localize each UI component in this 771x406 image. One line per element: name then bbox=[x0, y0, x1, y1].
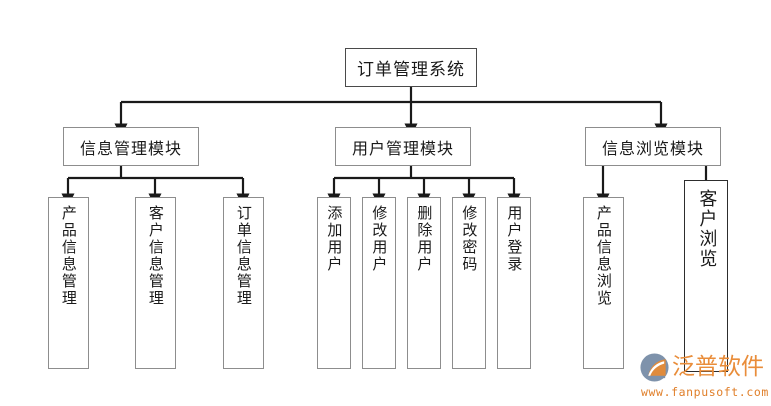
node-leaf-label: 删除用户 bbox=[415, 205, 434, 273]
node-leaf-label: 用户登录 bbox=[505, 205, 524, 273]
node-leaf-label: 客户浏览 bbox=[696, 189, 718, 269]
node-root-label: 订单管理系统 bbox=[357, 60, 465, 80]
node-leaf-label: 产品信息管理 bbox=[59, 205, 78, 307]
node-module-information-management[interactable]: 信息管理模块 bbox=[63, 127, 199, 166]
node-module-user-management[interactable]: 用户管理模块 bbox=[335, 127, 471, 166]
watermark-brand: 泛普软件 bbox=[672, 354, 764, 380]
watermark-url: www.fanpusoft.com bbox=[641, 385, 769, 399]
fanpu-logo-icon bbox=[639, 352, 670, 383]
node-leaf-customer-info-management[interactable]: 客户信息管理 bbox=[135, 197, 176, 369]
node-leaf-modify-user[interactable]: 修改用户 bbox=[362, 197, 396, 369]
node-root[interactable]: 订单管理系统 bbox=[345, 48, 477, 87]
node-module-label: 信息浏览模块 bbox=[601, 138, 704, 158]
node-leaf-delete-user[interactable]: 删除用户 bbox=[407, 197, 441, 369]
node-leaf-label: 订单信息管理 bbox=[234, 205, 253, 307]
node-leaf-add-user[interactable]: 添加用户 bbox=[317, 197, 351, 369]
node-leaf-label: 产品信息浏览 bbox=[594, 205, 613, 307]
node-leaf-product-info-management[interactable]: 产品信息管理 bbox=[48, 197, 89, 369]
node-leaf-user-login[interactable]: 用户登录 bbox=[497, 197, 531, 369]
node-leaf-label: 修改密码 bbox=[460, 205, 479, 273]
watermark: 泛普软件 www.fanpusoft.com bbox=[639, 352, 771, 402]
node-leaf-customer-browse[interactable]: 客户浏览 bbox=[684, 180, 728, 372]
node-module-information-browsing[interactable]: 信息浏览模块 bbox=[585, 127, 721, 166]
node-module-label: 信息管理模块 bbox=[79, 138, 182, 158]
node-leaf-order-info-management[interactable]: 订单信息管理 bbox=[223, 197, 264, 369]
node-leaf-label: 客户信息管理 bbox=[146, 205, 165, 307]
node-module-label: 用户管理模块 bbox=[351, 138, 454, 158]
node-leaf-product-info-browse[interactable]: 产品信息浏览 bbox=[583, 197, 624, 369]
node-leaf-label: 修改用户 bbox=[370, 205, 389, 273]
node-leaf-change-password[interactable]: 修改密码 bbox=[452, 197, 486, 369]
watermark-row: 泛普软件 bbox=[639, 352, 764, 383]
node-leaf-label: 添加用户 bbox=[325, 205, 344, 273]
